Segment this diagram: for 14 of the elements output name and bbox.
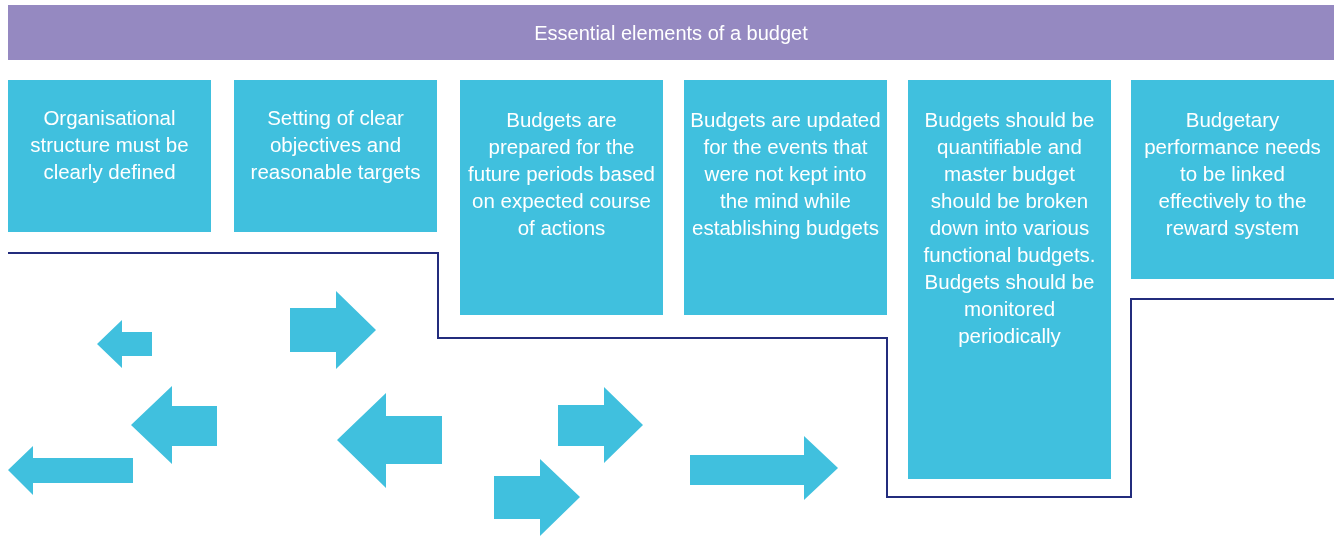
box-text: Organisational structure must be clearly defined xyxy=(29,105,190,185)
text-box xyxy=(1131,80,1334,279)
title-text: Essential elements of a budget xyxy=(533,21,809,46)
box-text: Setting of clear objectives and reasonable targets xyxy=(249,105,422,185)
text-box xyxy=(234,80,437,232)
box-text: Budgets should be quantifiable and master budget should be broken down into various functional budgets. Budgets should be monitored periodically xyxy=(922,107,1097,349)
text-box xyxy=(684,80,887,315)
text-box xyxy=(460,80,663,315)
title-band xyxy=(8,5,1334,60)
text-box xyxy=(8,80,211,232)
box-text: Budgets are updated for the events that were not kept into the mind while establishing budgets xyxy=(690,107,881,241)
text-box xyxy=(908,80,1111,479)
box-text: Budgetary performance needs to be linked effectively to the reward system xyxy=(1143,107,1322,241)
box-text: Budgets are prepared for the future periods based on expected course of actions xyxy=(468,107,655,241)
